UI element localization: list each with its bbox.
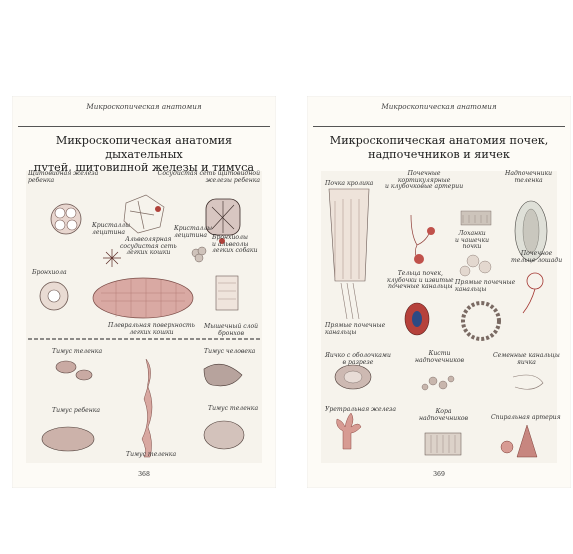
straight-tubules-ring-illustration (461, 301, 501, 341)
label-seminal-tubules: Семенные канальцы яичка (493, 352, 560, 366)
illustration-plate: Щитовидная железа ребенка Кристаллы леци… (26, 170, 262, 463)
vascular-network-illustration (123, 194, 165, 234)
thymus-child-illustration (41, 426, 95, 452)
title-line-1: Микроскопическая анатомия почек, (329, 134, 549, 147)
running-head: Микроскопическая анатомия (86, 102, 202, 111)
label-thymus-calf-3: Тимус теленка (126, 451, 177, 458)
glomeruli-illustration (404, 302, 430, 336)
adrenal-vessels-illustration (421, 375, 455, 391)
label-renal-bodies: Тельца почек, клубочки и извитые почечны… (387, 270, 454, 291)
page-number: 369 (433, 471, 445, 478)
illustration-plate: Почка кролика Почечные кортикулярные и к… (321, 170, 562, 463)
left-page: Микроскопическая анатомия Микроскопическ… (12, 96, 276, 488)
label-calyces: Лоханки и чашечки почки (455, 230, 490, 251)
label-urethral-gland: Уретральная железа (325, 406, 397, 413)
title-line-1: Микроскопическая анатомия дыхательных (55, 134, 233, 161)
title-line-2: путей, щитовидной железы и тимуса (33, 161, 255, 174)
title-line-2: надпочечников и яичек (368, 147, 510, 161)
adrenal-calf-illustration (514, 200, 548, 262)
page-number: 368 (138, 471, 150, 478)
label-alveolar-network: Альвеолярная сосудистая сеть легких кошк… (120, 236, 177, 257)
thymus-strip-illustration (141, 358, 153, 458)
plate-drawings (28, 194, 260, 458)
right-page: Микроскопическая анатомия Микроскопическ… (307, 96, 571, 488)
page-title: Микроскопическая анатомия дыхательных пу… (20, 134, 268, 175)
thymus-calf-illustration (55, 360, 93, 381)
header-rule (18, 126, 270, 127)
plate-drawings (328, 188, 548, 458)
straight-tubules-illustration (340, 282, 360, 320)
header-rule (313, 126, 565, 127)
label-adrenal-calf: Надпочечники теленка (505, 170, 553, 184)
label-thyroid: Щитовидная железа ребенка (28, 170, 99, 184)
crystal-cluster-illustration (191, 246, 207, 263)
label-straight-tubules: Прямые почечные канальцы (325, 322, 386, 336)
running-head: Микроскопическая анатомия (381, 102, 497, 111)
label-pleural-surface: Плевральная поверхность легких кошки (108, 322, 195, 336)
label-horse-renal-body: Почечное тельце лошади (511, 250, 563, 264)
page-title: Микроскопическая анатомия почек, надпоче… (315, 134, 563, 161)
label-bronchioles-alveoli: Бронхиолы и альвеолы легких собаки (212, 234, 258, 255)
label-thymus-human: Тимус человека (204, 348, 256, 355)
label-testis: Яичко с оболочками в разрезе (325, 352, 391, 366)
label-muscle-layer: Мышечный слой бронхов (204, 323, 259, 337)
label-thymus-calf: Тимус теленка (52, 348, 103, 355)
label-rabbit-kidney: Почка кролика (325, 180, 374, 187)
testis-illustration (334, 364, 372, 390)
bronchiole-illustration (39, 281, 69, 311)
renal-bodies-cluster-illustration (459, 254, 492, 277)
muscle-layer-illustration (215, 275, 239, 311)
label-straight-tubules-2: Прямые почечные канальцы (455, 279, 516, 293)
spiral-artery-illustration (500, 424, 538, 458)
thymus-calf-2-illustration (203, 420, 245, 450)
calyces-illustration (460, 210, 492, 226)
label-adrenal-vessels: Кисти надпочечников (415, 350, 465, 364)
bronchioles-illustration (205, 198, 241, 244)
label-thymus-calf-2: Тимус теленка (208, 405, 259, 412)
thymus-human-illustration (203, 363, 243, 387)
label-lecithin-crystals: Кристаллы лецитина (92, 222, 131, 236)
thyroid-illustration (50, 203, 82, 235)
crystal-star-illustration (103, 249, 121, 267)
rabbit-kidney-illustration (328, 188, 370, 282)
label-thymus-child: Тимус ребенка (52, 407, 101, 414)
horse-renal-body-illustration (522, 272, 544, 314)
urethral-gland-illustration (336, 412, 362, 450)
seminal-tubules-illustration (512, 374, 544, 390)
label-vascular-thyroid: Сосудистая сеть щитовидной железы ребенк… (157, 170, 260, 184)
label-bronchiole: Бронхиола (32, 269, 67, 276)
adrenal-cortex-illustration (424, 432, 462, 456)
pleural-surface-illustration (92, 277, 194, 319)
label-adrenal-cortex: Кора надпочечников (419, 408, 469, 422)
label-cortical-arteries: Почечные кортикулярные и клубочковые арт… (385, 170, 464, 191)
label-spiral-artery: Спиральная артерия (491, 414, 561, 421)
label-lecithin-crystals-2: Кристаллы лецитина (174, 225, 213, 239)
cortical-arteries-illustration (410, 214, 435, 264)
